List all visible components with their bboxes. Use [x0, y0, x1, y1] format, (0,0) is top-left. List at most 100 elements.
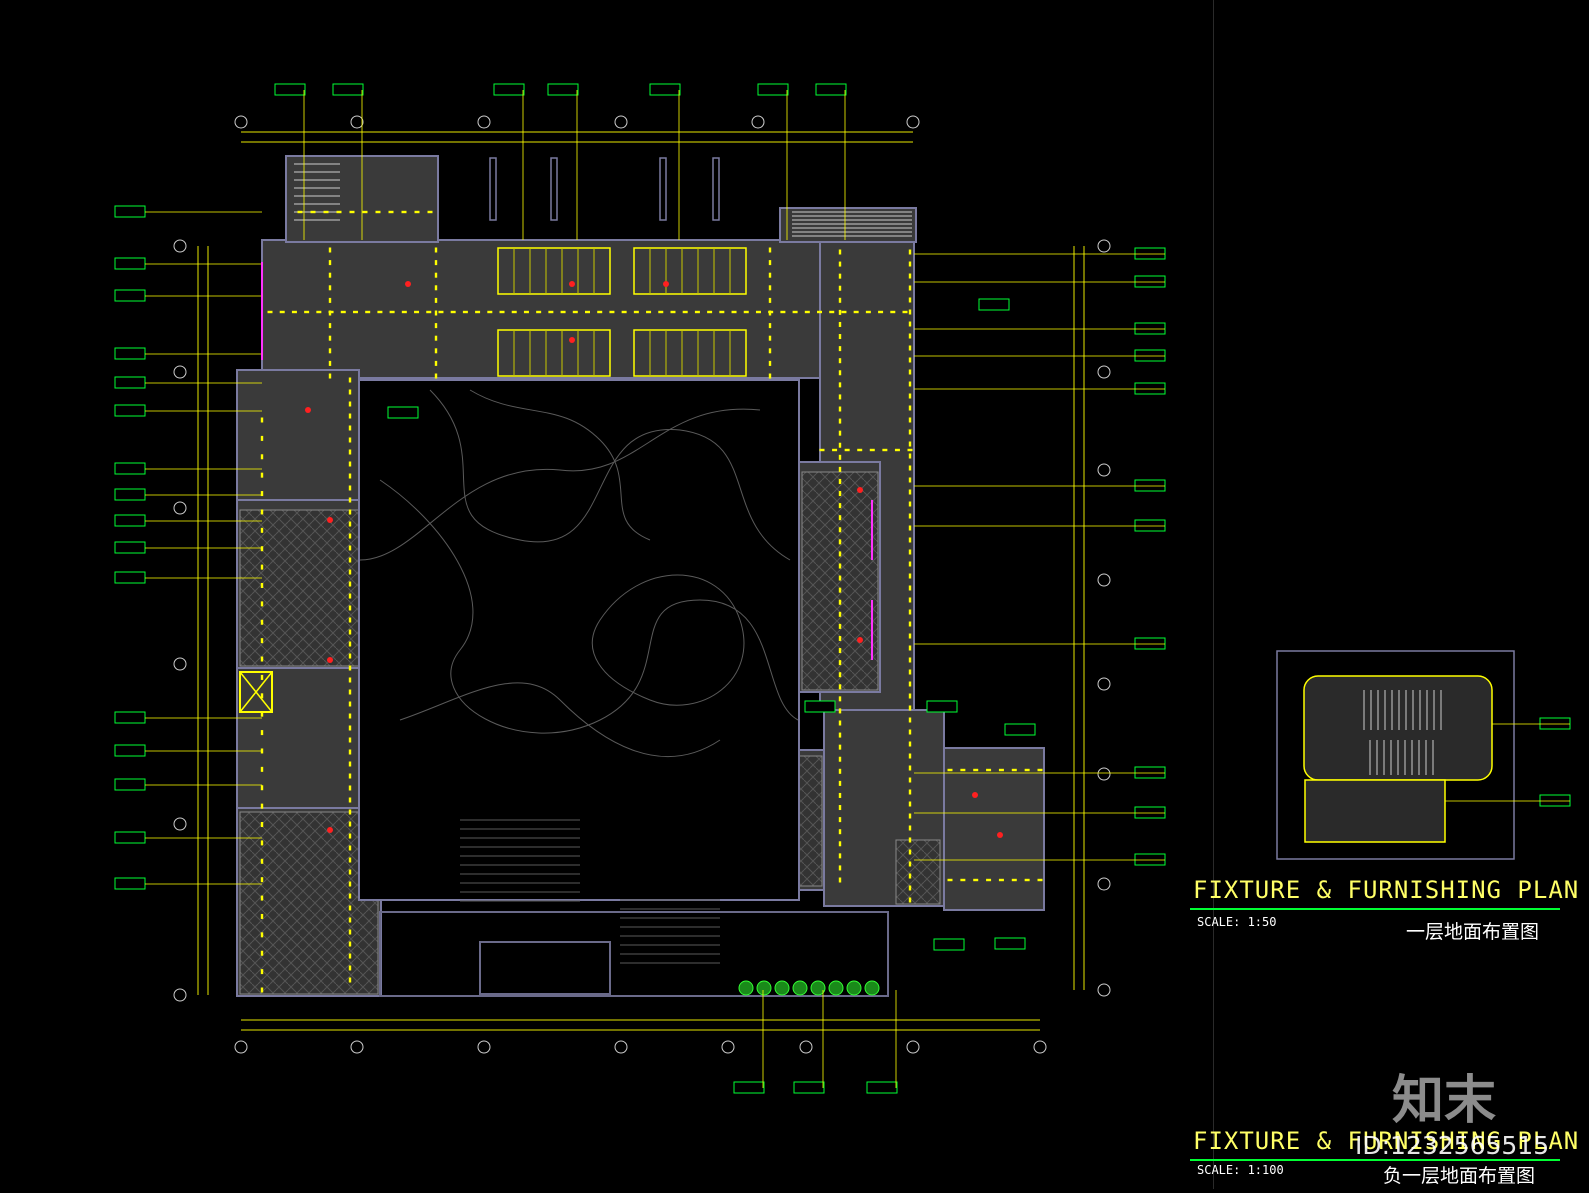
linear-light-east-edge: [908, 249, 912, 255]
linear-light-east: [838, 370, 842, 376]
linear-light-west: [348, 917, 352, 923]
linear-light-east-edge: [908, 561, 912, 567]
linear-light-se: [1011, 878, 1017, 882]
linear-light-north-v: [768, 247, 772, 253]
tag-box: [1134, 247, 1166, 260]
material-tag-left: [114, 289, 262, 302]
wood-floor-room-1: [239, 509, 379, 667]
tag-box: [649, 83, 681, 96]
linear-light-east-edge: [908, 525, 912, 531]
slab-west-upper: [236, 369, 360, 501]
material-tag-top: [493, 83, 525, 96]
linear-light-east-edge: [908, 333, 912, 339]
linear-light-west: [348, 749, 352, 755]
linear-light-north-v: [328, 247, 332, 253]
tag-box: [332, 83, 364, 96]
linear-light-se: [960, 878, 966, 882]
courtyard-curve-4: [591, 574, 745, 706]
planter-tree: [756, 980, 772, 996]
planter-tree: [774, 980, 790, 996]
linear-light-west-edge: [260, 950, 264, 956]
linear-light-west-edge: [260, 766, 264, 772]
linear-light-east-cross: [882, 448, 888, 452]
linear-light-north: [743, 310, 749, 314]
linear-light-west: [348, 833, 352, 839]
linear-light-east-edge: [908, 633, 912, 639]
tag-box: [1539, 717, 1571, 730]
axis-bubble-left: [173, 988, 187, 1002]
linear-light-north: [597, 310, 603, 314]
linear-light-north: [621, 310, 627, 314]
linear-light-north: [694, 310, 700, 314]
linear-light-north: [316, 310, 322, 314]
material-tag-left: [114, 205, 262, 218]
axis-bubble-left: [173, 239, 187, 253]
material-tag-top: [815, 83, 847, 96]
linear-light-se: [1024, 768, 1030, 772]
linear-light-west-edge: [260, 619, 264, 625]
linear-light-west: [348, 485, 352, 491]
tag-box: [1004, 723, 1036, 736]
material-tag-right: [914, 349, 1166, 362]
linear-light-east: [838, 491, 842, 497]
linear-light-east-edge: [908, 381, 912, 387]
linear-light-east-cross: [832, 448, 838, 452]
linear-light-east-edge: [908, 609, 912, 615]
tag-box: [866, 1081, 898, 1094]
planter-tree: [810, 980, 826, 996]
linear-light-west: [348, 737, 352, 743]
linear-light-west: [348, 761, 352, 767]
linear-light-north-block: [349, 210, 355, 214]
axis-bubble-top: [477, 115, 491, 129]
linear-light-north: [755, 310, 761, 314]
courtyard-curve-5: [359, 408, 761, 561]
linear-light-west: [348, 557, 352, 563]
linear-light-north: [365, 310, 371, 314]
linear-light-west: [348, 845, 352, 851]
linear-light-west-edge: [260, 711, 264, 717]
linear-light-west: [348, 605, 352, 611]
plan-title-cn-2: 负一层地面布置图: [1383, 1165, 1536, 1187]
tag-box: [114, 376, 146, 389]
tag-box: [114, 404, 146, 417]
linear-light-west: [348, 953, 352, 959]
material-tag-left: [114, 257, 262, 270]
linear-light-west-edge: [260, 840, 264, 846]
planter-tree: [864, 980, 880, 996]
material-tag-bottom: [866, 1081, 898, 1094]
axis-bubble-bottom: [234, 1040, 248, 1054]
linear-light-east-edge: [908, 693, 912, 699]
linear-light-east-cross: [869, 448, 875, 452]
linear-light-north-block: [427, 210, 433, 214]
linear-light-west-edge: [260, 693, 264, 699]
material-tag-left: [114, 778, 262, 791]
linear-light-north-v: [768, 335, 772, 341]
linear-light-east: [838, 587, 842, 593]
linear-light-east-edge: [908, 321, 912, 327]
axis-bubble-right: [1097, 365, 1111, 379]
linear-light-east-edge: [908, 813, 912, 819]
linear-light-west-edge: [260, 638, 264, 644]
tag-box: [1134, 806, 1166, 819]
tag-box: [387, 406, 419, 419]
linear-light-east-edge: [908, 861, 912, 867]
linear-light-north-v: [328, 285, 332, 291]
linear-light-north-v: [434, 247, 438, 253]
linear-light-east: [838, 720, 842, 726]
downlight-marker: [857, 487, 863, 493]
slab-southeast-wing: [943, 747, 1045, 911]
linear-light-east-edge: [908, 549, 912, 555]
linear-light-east-edge: [908, 297, 912, 303]
north-pier: [550, 157, 558, 221]
linear-light-west-edge: [260, 932, 264, 938]
axis-bubble-right: [1097, 573, 1111, 587]
linear-light-north: [401, 310, 407, 314]
courtyard-curve-1: [429, 389, 791, 561]
linear-light-east: [838, 478, 842, 484]
linear-light-north-v: [768, 348, 772, 354]
plan-title-cn-1: 一层地面布置图: [1406, 921, 1540, 943]
tag-box: [1134, 853, 1166, 866]
display-bay: [633, 247, 747, 295]
downlight-marker: [327, 657, 333, 663]
